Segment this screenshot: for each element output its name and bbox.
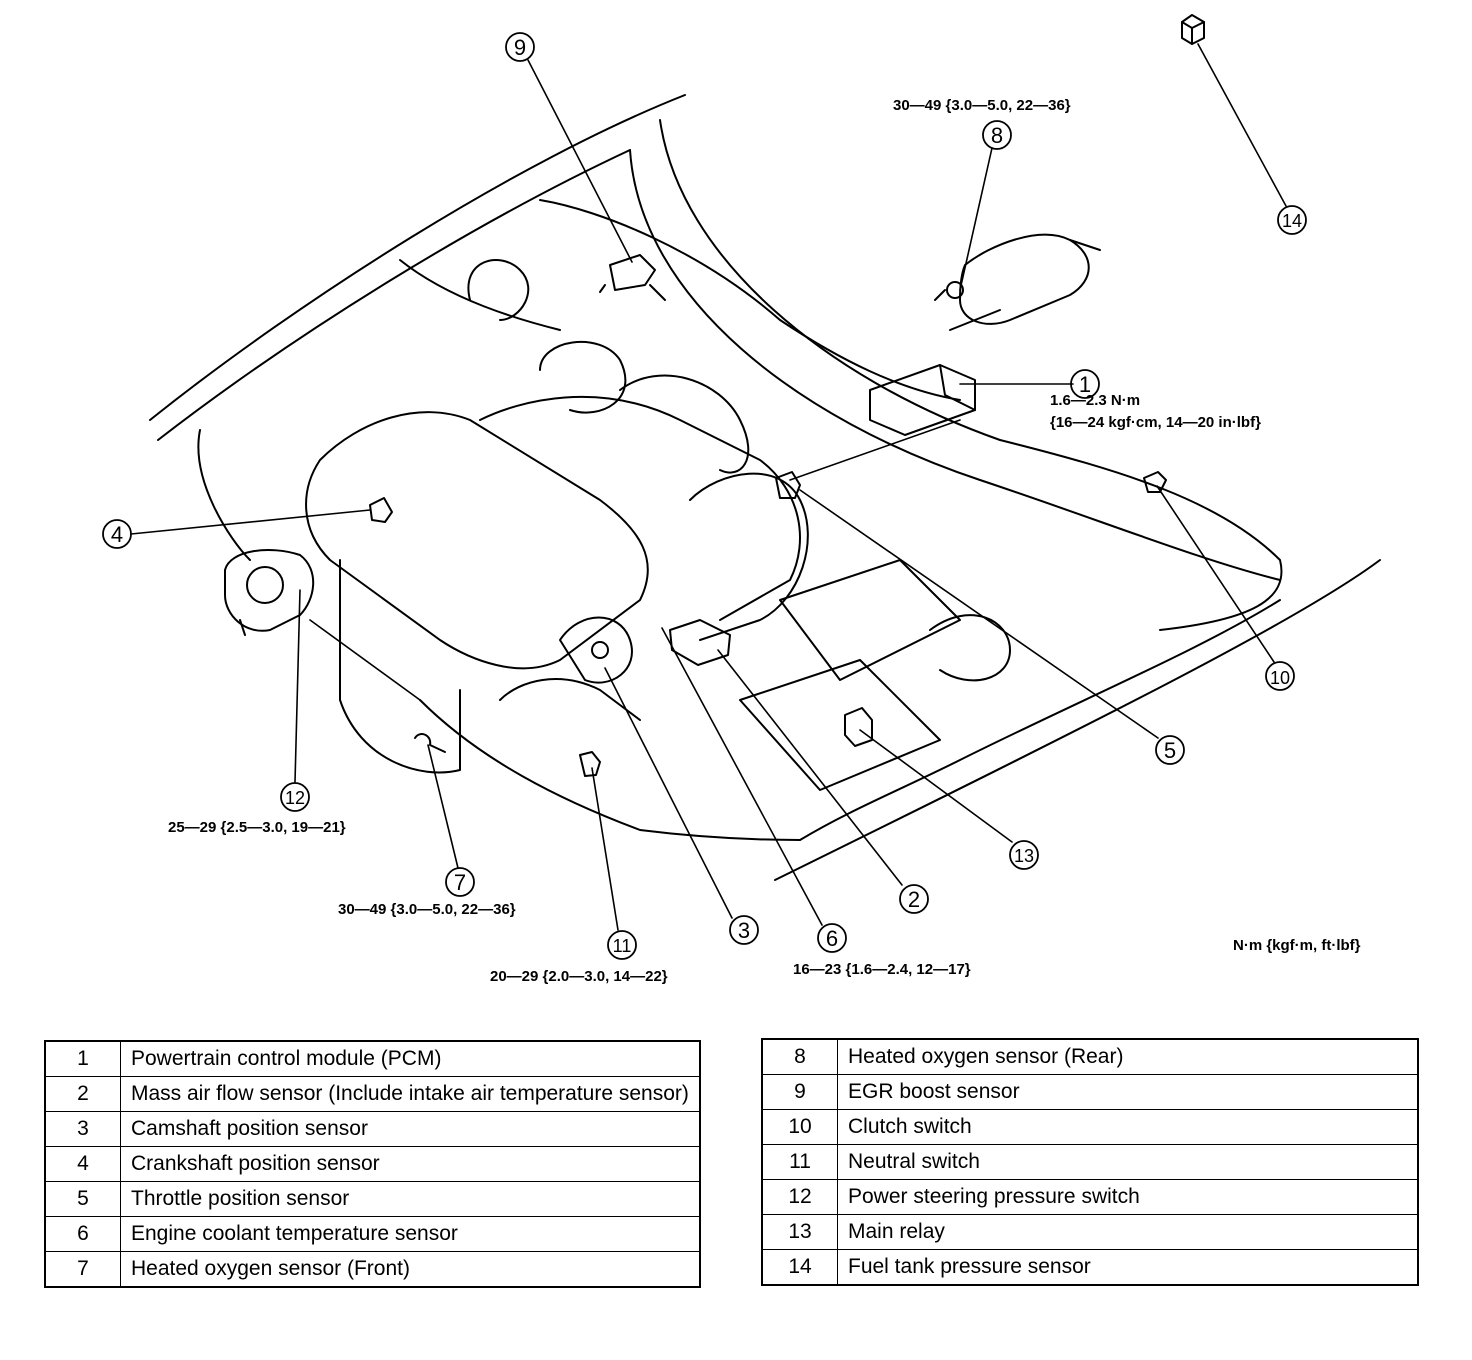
neutral-switch <box>579 751 601 777</box>
egr-boost-sensor <box>599 254 666 301</box>
legend-part-name: Fuel tank pressure sensor <box>837 1249 1419 1286</box>
rear-oxygen-sensor-muffler <box>934 233 1101 331</box>
legend-part-name: Heated oxygen sensor (Rear) <box>837 1038 1419 1075</box>
fuel-tank-pressure-sensor <box>1181 14 1205 45</box>
legend-part-name: Camshaft position sensor <box>120 1111 701 1147</box>
legend-part-name: Neutral switch <box>837 1144 1419 1180</box>
legend-number: 2 <box>44 1076 121 1112</box>
legend-part-name: Engine coolant temperature sensor <box>120 1216 701 1252</box>
legend-part-name: EGR boost sensor <box>837 1074 1419 1110</box>
callout-circle-5 <box>1155 735 1185 765</box>
callout-circle-13 <box>1009 840 1039 870</box>
legend-part-name: Powertrain control module (PCM) <box>120 1040 701 1077</box>
camshaft-sensor-area <box>559 616 633 684</box>
legend-number: 10 <box>761 1109 838 1145</box>
legend-number: 11 <box>761 1144 838 1180</box>
callout-7: 7 <box>454 870 466 895</box>
mass-air-flow-sensor <box>669 619 731 666</box>
pcm-box <box>869 364 976 436</box>
callout-6: 6 <box>826 926 838 951</box>
front-oxygen-sensor <box>414 733 446 753</box>
legend-part-name: Throttle position sensor <box>120 1181 701 1217</box>
legend-part-name: Crankshaft position sensor <box>120 1146 701 1182</box>
callout-3: 3 <box>738 918 750 943</box>
crankshaft-sensor <box>369 497 393 523</box>
callout-12: 12 <box>285 788 305 808</box>
legend-number: 9 <box>761 1074 838 1110</box>
callout-circle-11 <box>607 930 637 960</box>
legend-number: 12 <box>761 1179 838 1215</box>
torque-spec-1-line2: {16—24 kgf·cm, 14—20 in·lbf} <box>1050 414 1261 431</box>
callout-10: 10 <box>1270 668 1290 688</box>
callout-circles <box>102 32 1307 960</box>
torque-spec-11: 20—29 {2.0—3.0, 14—22} <box>490 968 668 985</box>
power-steering-pump <box>224 549 315 636</box>
callout-13: 13 <box>1014 846 1034 866</box>
vehicle-body-outline <box>149 94 1381 881</box>
legend-part-name: Main relay <box>837 1214 1419 1250</box>
legend-number: 7 <box>44 1251 121 1288</box>
leader-lines <box>130 43 1287 931</box>
callout-circle-2 <box>899 884 929 914</box>
callout-8: 8 <box>991 123 1003 148</box>
callout-1: 1 <box>1079 372 1091 397</box>
legend-number: 5 <box>44 1181 121 1217</box>
callout-circle-8 <box>982 120 1012 150</box>
callout-circle-1 <box>1070 369 1100 399</box>
callout-4: 4 <box>111 522 123 547</box>
legend-part-name: Clutch switch <box>837 1109 1419 1145</box>
legend-number: 3 <box>44 1111 121 1147</box>
callout-circle-3 <box>729 915 759 945</box>
legend-part-name: Mass air flow sensor (Include intake air… <box>120 1076 701 1112</box>
torque-units-note: N·m {kgf·m, ft·lbf} <box>1233 937 1361 954</box>
callout-circle-9 <box>505 32 535 62</box>
torque-spec-8: 30—49 {3.0—5.0, 22—36} <box>893 97 1071 114</box>
callout-5: 5 <box>1164 738 1176 763</box>
callout-circle-4 <box>102 519 132 549</box>
callout-circle-12 <box>280 782 310 812</box>
throttle-position-sensor <box>775 471 801 499</box>
legend-number: 1 <box>44 1040 121 1077</box>
callout-circle-6 <box>817 923 847 953</box>
callout-circle-7 <box>445 867 475 897</box>
legend-part-name: Power steering pressure switch <box>837 1179 1419 1215</box>
engine-block <box>305 259 1011 791</box>
torque-spec-6: 16—23 {1.6—2.4, 12—17} <box>793 961 971 978</box>
torque-spec-12: 25—29 {2.5—3.0, 19—21} <box>168 819 346 836</box>
legend-number: 14 <box>761 1249 838 1286</box>
callout-circle-14 <box>1277 205 1307 235</box>
torque-spec-1-line1: 1.6—2.3 N·m <box>1050 392 1140 409</box>
callout-14: 14 <box>1282 211 1302 231</box>
legend-number: 8 <box>761 1038 838 1075</box>
callout-9: 9 <box>514 35 526 60</box>
engine-component-diagram: 1 2 3 4 5 6 7 8 9 10 11 12 13 14 30—49 {… <box>102 14 1381 985</box>
callout-2: 2 <box>908 887 920 912</box>
legend-number: 13 <box>761 1214 838 1250</box>
clutch-switch <box>1143 471 1167 493</box>
main-relay <box>844 707 873 747</box>
torque-spec-7: 30—49 {3.0—5.0, 22—36} <box>338 901 516 918</box>
legend-part-name: Heated oxygen sensor (Front) <box>120 1251 701 1288</box>
callout-circle-10 <box>1265 661 1295 691</box>
legend-number: 4 <box>44 1146 121 1182</box>
legend-number: 6 <box>44 1216 121 1252</box>
callout-11: 11 <box>613 936 632 956</box>
